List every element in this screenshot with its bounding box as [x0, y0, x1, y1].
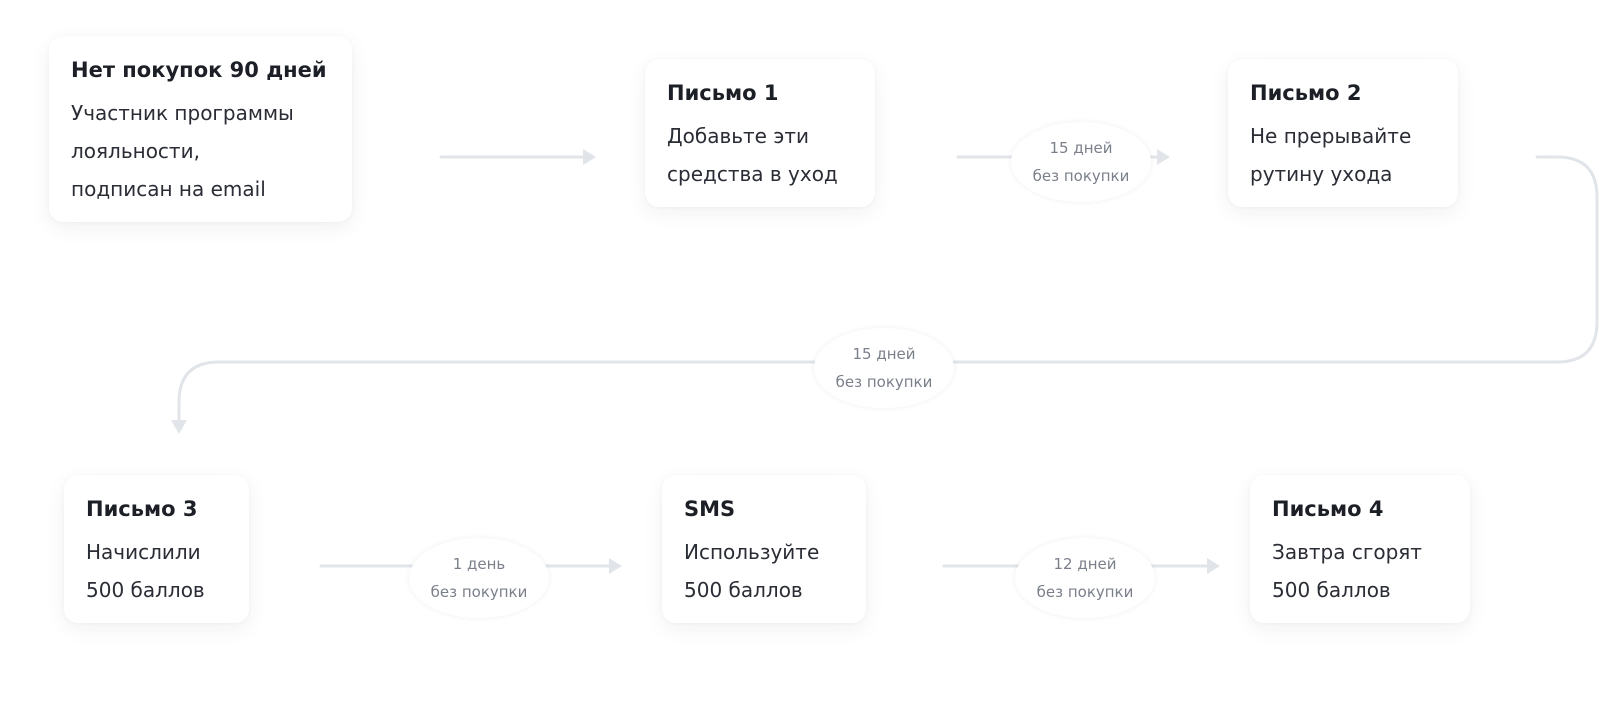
node-text-line: Не прерывайте — [1250, 124, 1412, 148]
node-sms: SMS Используйте 500 баллов — [662, 475, 866, 623]
edge-label-email-3-to-sms: 1 день без покупки — [409, 538, 549, 618]
node-no-purchases-90-days: Нет покупок 90 дней Участник программы л… — [49, 36, 352, 222]
node-text-line: средства в уход — [667, 162, 838, 186]
arrow-head-email-2-to-email-3 — [171, 420, 187, 434]
arrow-head-sms-to-email-4 — [1207, 558, 1220, 574]
arrow-head-start-to-email-1 — [583, 149, 596, 165]
node-text-line: лояльности, — [71, 139, 200, 163]
edge-label-email-1-to-email-2: 15 дней без покупки — [1011, 122, 1151, 202]
edge-label-duration: 12 дней — [1053, 555, 1117, 573]
node-text-line: Завтра сгорят — [1272, 540, 1422, 564]
node-text-line: Участник программы — [71, 101, 294, 125]
edge-label-condition: без покупки — [835, 373, 933, 391]
node-title: Письмо 2 — [1250, 81, 1362, 105]
node-title: Письмо 1 — [667, 81, 779, 105]
arrow-email-2-to-email-3 — [177, 155, 1599, 426]
node-email-4: Письмо 4 Завтра сгорят 500 баллов — [1250, 475, 1470, 623]
edge-label-duration: 1 день — [452, 555, 506, 573]
node-text-line: Используйте — [684, 540, 820, 564]
node-text-line: 500 баллов — [86, 578, 205, 602]
edge-label-condition: без покупки — [1036, 583, 1134, 601]
node-text-line: Добавьте эти — [667, 124, 809, 148]
edge-label-sms-to-email-4: 12 дней без покупки — [1015, 538, 1155, 618]
node-title: SMS — [684, 497, 736, 521]
edge-label-condition: без покупки — [1032, 167, 1130, 185]
edge-label-duration: 15 дней — [852, 345, 916, 363]
node-text-line: 500 баллов — [1272, 578, 1391, 602]
node-email-1: Письмо 1 Добавьте эти средства в уход — [645, 59, 875, 207]
node-text-line: подписан на email — [71, 177, 266, 201]
node-text-line: Начислили — [86, 540, 201, 564]
edge-label-duration: 15 дней — [1049, 139, 1113, 157]
node-text-line: 500 баллов — [684, 578, 803, 602]
node-email-3: Письмо 3 Начислили 500 баллов — [64, 475, 249, 623]
arrow-head-email-1-to-email-2 — [1157, 149, 1170, 165]
edge-label-condition: без покупки — [430, 583, 528, 601]
arrow-head-email-3-to-sms — [609, 558, 622, 574]
node-title: Письмо 4 — [1272, 497, 1384, 521]
node-text-line: рутину ухода — [1250, 162, 1393, 186]
node-title: Нет покупок 90 дней — [71, 58, 327, 82]
node-title: Письмо 3 — [86, 497, 198, 521]
edge-label-email-2-to-email-3: 15 дней без покупки — [814, 328, 954, 408]
node-email-2: Письмо 2 Не прерывайте рутину ухода — [1228, 59, 1458, 207]
